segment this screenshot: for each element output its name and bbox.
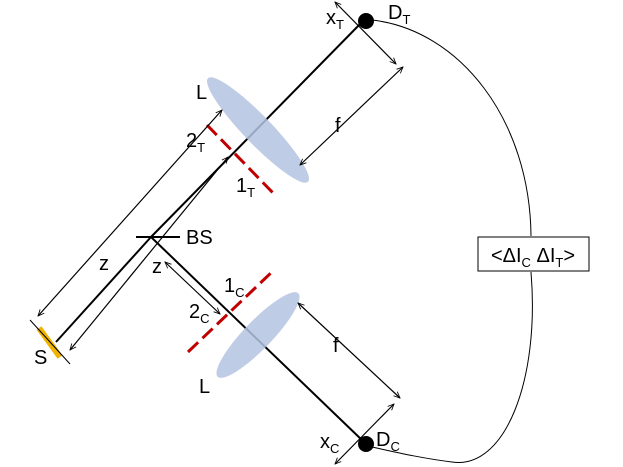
label-lens-control: L [199, 376, 210, 398]
lens-control [216, 292, 300, 378]
wire-control [371, 271, 533, 463]
label-z-long: z [99, 253, 109, 275]
label-detector-control: DC [376, 429, 400, 454]
arrow-focal-control [298, 303, 400, 398]
label-focal-test: f [335, 115, 341, 137]
label-lens-test: L [196, 82, 207, 104]
arrow-xT [335, 2, 396, 64]
label-plane-1C: 1C [224, 275, 245, 300]
correlator-label: <ΔIC ΔIT> [491, 245, 575, 270]
wire-test [371, 19, 532, 237]
source-outline [29, 319, 71, 365]
label-detector-test: DT [388, 2, 410, 27]
label-source: S [34, 347, 47, 369]
arrow-focal-test [300, 67, 403, 165]
arrow-z-short-1 [70, 157, 228, 350]
label-beam-splitter: BS [186, 227, 213, 249]
label-coord-test: xT [326, 7, 344, 32]
label-plane-2T: 2T [186, 130, 205, 155]
label-plane-1T: 1T [236, 175, 255, 200]
label-focal-control: f [333, 335, 339, 357]
arrow-xC [335, 404, 394, 464]
correlator-box [477, 236, 590, 272]
detector-control [358, 436, 374, 452]
source-bar [36, 326, 63, 359]
label-z-short: z [152, 256, 162, 278]
arrow-z-short-2 [165, 262, 220, 314]
lens-test [206, 77, 310, 183]
aperture-2T [205, 123, 278, 198]
detector-test [358, 13, 374, 29]
label-coord-control: xC [320, 431, 339, 456]
label-plane-2C: 2C [189, 301, 210, 326]
